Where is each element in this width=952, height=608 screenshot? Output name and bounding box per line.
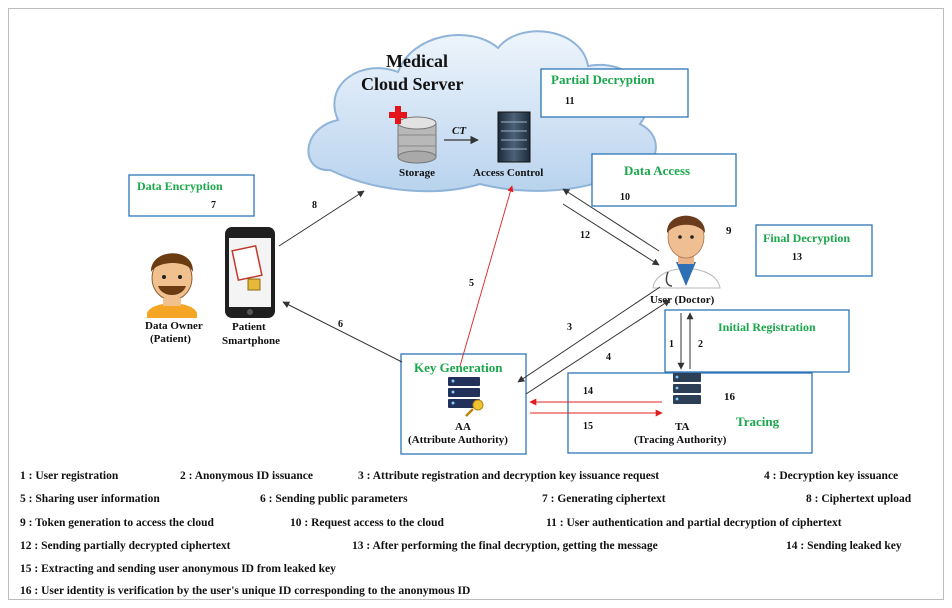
arrow-6-public-parameters bbox=[282, 301, 403, 363]
access-control-label: Access Control bbox=[473, 167, 543, 179]
ta-label-line2: (Tracing Authority) bbox=[634, 434, 727, 446]
arrow-label-4: 4 bbox=[606, 352, 611, 363]
arrow-5-sharing-user-info bbox=[459, 185, 514, 367]
arrow-label-5: 5 bbox=[469, 278, 474, 289]
user-doctor-label: User (Doctor) bbox=[650, 294, 715, 306]
ta-label-line1: TA bbox=[675, 421, 690, 433]
ta-num: 16 bbox=[724, 391, 736, 403]
doctor-avatar-icon bbox=[652, 215, 721, 289]
phone-label-line2: Smartphone bbox=[222, 335, 280, 347]
arrow-12-partially-decrypted bbox=[562, 203, 660, 266]
access-control-server-icon bbox=[497, 111, 531, 163]
ct-label: CT bbox=[452, 125, 467, 137]
initial-registration-title: Initial Registration bbox=[718, 320, 816, 334]
storage-label: Storage bbox=[399, 167, 435, 179]
arrow-label-3: 3 bbox=[567, 322, 572, 333]
cloud-title-line1: Medical bbox=[386, 51, 448, 71]
cloud-title-line2: Cloud Server bbox=[361, 74, 464, 94]
data-access-box: Data Access 10 bbox=[591, 153, 737, 207]
medical-cross-icon bbox=[389, 106, 407, 124]
doctor-num: 9 bbox=[726, 225, 732, 237]
arrow-4-key-issuance bbox=[525, 299, 671, 395]
storage-database-icon bbox=[397, 116, 437, 164]
arrow-label-12: 12 bbox=[580, 230, 590, 241]
data-encryption-box: Data Encryption 7 bbox=[128, 174, 255, 217]
owner-label-line1: Data Owner bbox=[145, 320, 203, 332]
arrow-label-1: 1 bbox=[669, 339, 674, 350]
final-decryption-box: Final Decryption 13 bbox=[755, 224, 873, 277]
patient-avatar-icon bbox=[147, 253, 197, 318]
key-generation-title: Key Generation bbox=[414, 360, 503, 375]
partial-decryption-title: Partial Decryption bbox=[551, 72, 655, 87]
initial-registration-box: Initial Registration bbox=[664, 309, 850, 373]
owner-label-line2: (Patient) bbox=[150, 333, 191, 345]
arrow-label-2: 2 bbox=[698, 339, 703, 350]
partial-decryption-num: 11 bbox=[565, 96, 574, 107]
arrow-label-6: 6 bbox=[338, 319, 343, 330]
final-decryption-title: Final Decryption bbox=[763, 231, 850, 245]
data-encryption-num: 7 bbox=[211, 200, 216, 211]
aa-label-line1: AA bbox=[455, 421, 471, 433]
final-decryption-num: 13 bbox=[792, 252, 802, 263]
arrow-label-8: 8 bbox=[312, 200, 317, 211]
aa-label-line2: (Attribute Authority) bbox=[408, 434, 508, 446]
attribute-authority-server-icon bbox=[448, 377, 484, 417]
phone-label-line1: Patient bbox=[232, 321, 266, 333]
arrow-8-ciphertext-upload bbox=[278, 190, 365, 247]
data-access-num: 10 bbox=[620, 192, 630, 203]
data-access-title: Data Access bbox=[624, 163, 690, 178]
arrow-10-request-access bbox=[562, 188, 660, 252]
arrow-label-15: 15 bbox=[583, 421, 593, 432]
arrow-label-14: 14 bbox=[583, 386, 593, 397]
data-encryption-title: Data Encryption bbox=[137, 179, 223, 193]
diagram-frame bbox=[8, 8, 944, 600]
smartphone-icon bbox=[225, 227, 275, 318]
tracing-title: Tracing bbox=[736, 414, 780, 429]
partial-decryption-box: Partial Decryption 11 bbox=[540, 68, 689, 118]
arrow-3-attribute-request bbox=[517, 286, 661, 383]
tracing-authority-server-icon bbox=[673, 373, 701, 404]
